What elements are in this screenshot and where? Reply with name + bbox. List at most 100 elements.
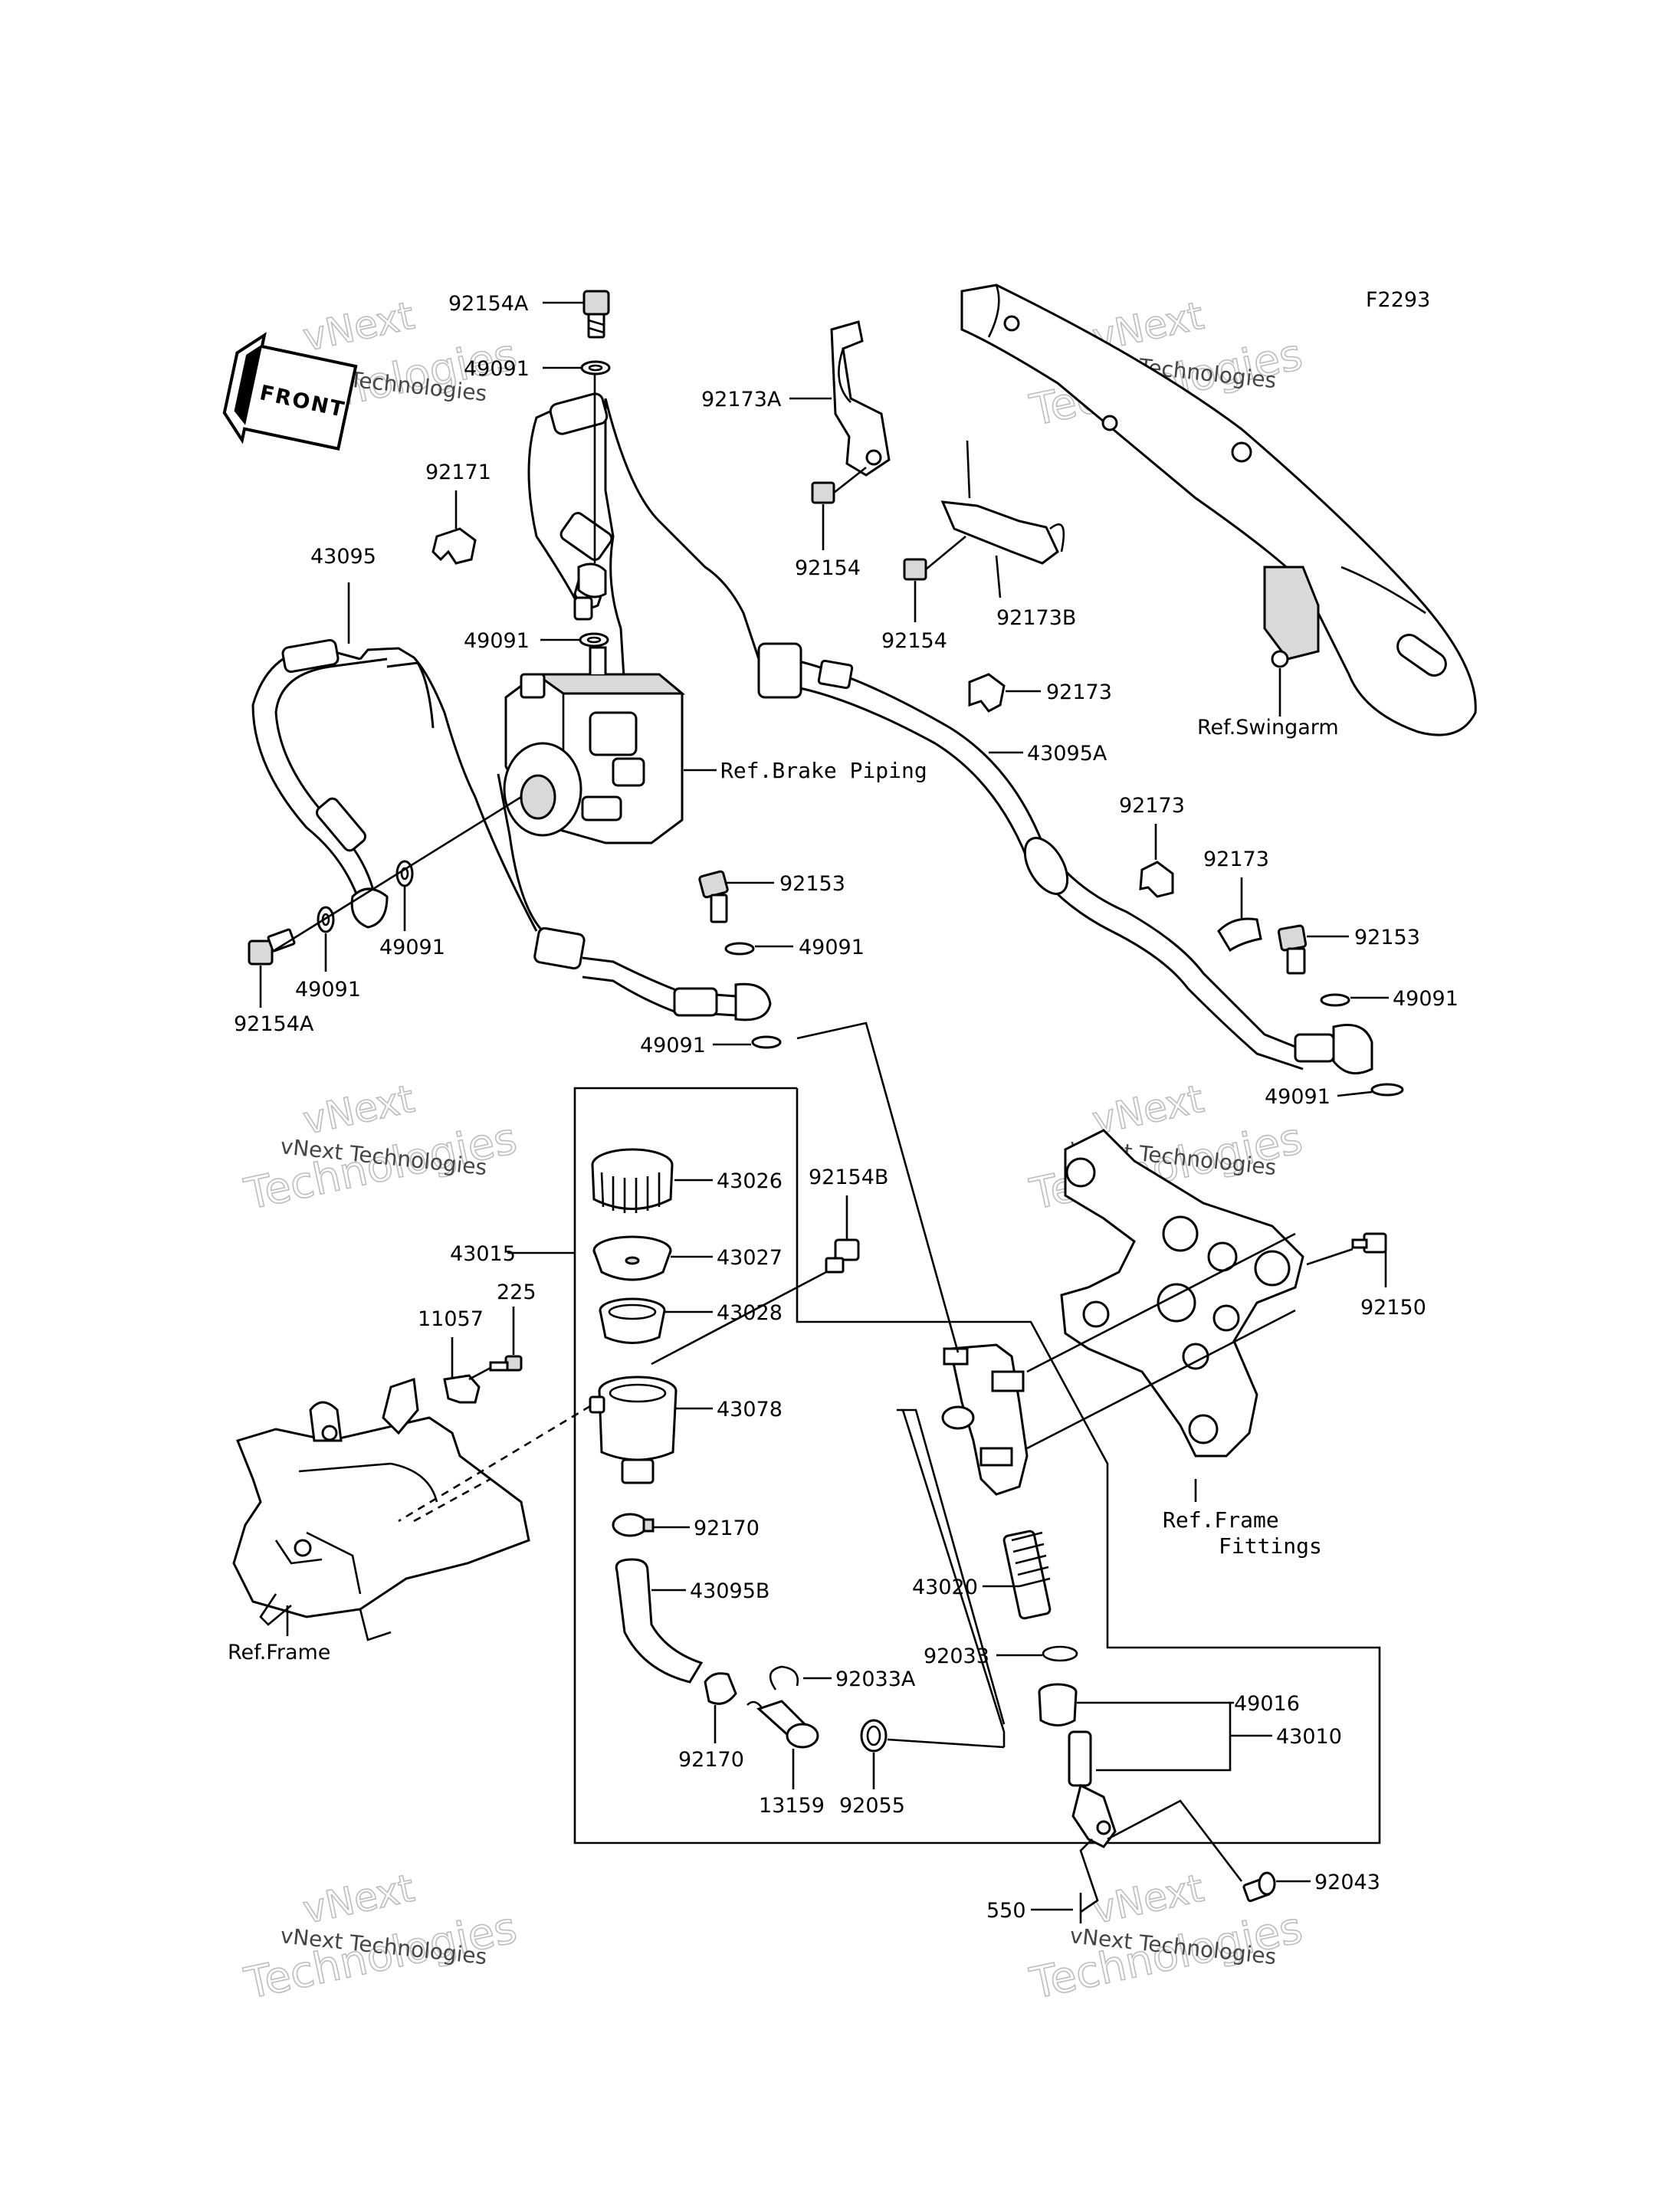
label-92173A: 92173A	[701, 388, 782, 412]
label-92171: 92171	[425, 461, 491, 484]
bolt-92153-center	[698, 870, 729, 923]
clamp-92173-a	[968, 673, 1006, 713]
cap-43026	[591, 1148, 674, 1213]
fitting-13159	[746, 1700, 819, 1749]
swingarm	[960, 284, 1477, 736]
label-43095A: 43095A	[1027, 742, 1107, 766]
label-11057: 11057	[418, 1307, 484, 1331]
label-43095B: 43095B	[690, 1579, 769, 1603]
label-43026: 43026	[717, 1169, 783, 1193]
label-13159: 13159	[759, 1794, 825, 1818]
label-92033A: 92033A	[835, 1667, 916, 1691]
clamp-92173-b	[1139, 861, 1174, 898]
label-ref-swingarm: Ref.Swingarm	[1197, 716, 1339, 739]
bolt-92154-a	[811, 466, 867, 504]
o-ring-92055	[860, 1719, 888, 1753]
hose-43095B	[615, 1558, 704, 1684]
master-cylinder	[941, 1343, 1029, 1496]
label-49091-left2: 49091	[295, 978, 361, 1002]
label-550: 550	[986, 1899, 1026, 1923]
label-43027: 43027	[717, 1246, 783, 1270]
clevis-pin-92043	[1242, 1871, 1276, 1903]
clamp-92173-c	[1217, 917, 1262, 953]
washer-49091-center2	[751, 1035, 782, 1049]
label-92173-c: 92173	[1203, 848, 1269, 871]
label-92173-b: 92173	[1119, 794, 1185, 818]
bracket-92173B	[940, 440, 1065, 565]
bolt-92154-b	[903, 535, 966, 581]
bolt-92150	[1351, 1232, 1387, 1254]
washer-49091-right1	[1320, 993, 1350, 1007]
svg-text:vNext: vNext	[299, 1866, 418, 1933]
svg-text:vNext: vNext	[1088, 1866, 1207, 1933]
diaphragm-plate-43027	[592, 1235, 672, 1281]
label-43078: 43078	[717, 1398, 783, 1421]
label-49091-right1: 49091	[1393, 987, 1459, 1011]
brake-pipe-to-abs	[527, 392, 760, 690]
frame-fittings-bracket	[1060, 1129, 1304, 1458]
bolt-92153-right	[1277, 924, 1308, 975]
svg-text:vNext: vNext	[299, 293, 418, 360]
washer-49091-top	[580, 360, 611, 375]
label-49091-top: 49091	[464, 357, 530, 381]
label-92150: 92150	[1360, 1296, 1426, 1320]
pushrod-clevis	[1068, 1730, 1117, 1848]
frame-section	[232, 1377, 530, 1641]
boot-49016	[1038, 1683, 1078, 1726]
label-92170-b: 92170	[678, 1748, 744, 1772]
brake-hose-43095A	[757, 642, 1373, 1075]
bolt-92154A-top	[582, 290, 610, 339]
watermark-bottom-left: vNext Technologies vNext Technologies	[240, 1865, 522, 2010]
circlip-92033	[1042, 1645, 1078, 1662]
reservoir-tank-43078	[589, 1376, 678, 1484]
label-49091-center1: 49091	[799, 936, 865, 959]
bracket-11057	[443, 1374, 481, 1404]
label-ref-frame: Ref.Frame	[228, 1641, 330, 1664]
label-ref-brake-piping: Ref.Brake Piping	[720, 758, 927, 783]
label-43095: 43095	[310, 545, 376, 569]
figure-code: F2293	[1366, 288, 1430, 312]
label-92154B: 92154B	[809, 1166, 888, 1189]
label-92153-right: 92153	[1354, 926, 1420, 949]
washer-49091-right2	[1370, 1083, 1404, 1097]
bolt-92154B	[825, 1238, 860, 1274]
clamp-92171	[431, 527, 477, 565]
label-ref-frame-fittings-2: Fittings	[1219, 1533, 1322, 1559]
label-ref-frame-fittings-1: Ref.Frame	[1163, 1507, 1279, 1533]
circlip-92033A	[769, 1665, 799, 1690]
washer-49091-center1	[724, 942, 755, 956]
front-arrow-icon: FRONT	[222, 332, 358, 451]
label-92170-a: 92170	[694, 1517, 760, 1540]
banjo-fitting-top	[573, 562, 607, 621]
label-43015: 43015	[450, 1242, 516, 1266]
label-43020: 43020	[912, 1576, 978, 1599]
diaphragm-43028	[599, 1297, 666, 1344]
label-49091-center2: 49091	[640, 1034, 706, 1058]
label-43010: 43010	[1276, 1725, 1342, 1749]
label-92173B: 92173B	[996, 606, 1076, 630]
clamp-92170-a	[612, 1513, 655, 1537]
reservoir-group-frame	[573, 1087, 1381, 1844]
label-49091-right2: 49091	[1265, 1085, 1331, 1109]
label-92153-center: 92153	[779, 872, 845, 896]
label-92154-b: 92154	[881, 629, 947, 653]
label-49091-mid: 49091	[464, 629, 530, 653]
label-92033: 92033	[924, 1644, 989, 1668]
label-92043: 92043	[1314, 1871, 1380, 1894]
label-225: 225	[497, 1280, 536, 1304]
label-92173-a: 92173	[1046, 680, 1112, 704]
label-92154-a: 92154	[795, 556, 861, 580]
label-92055: 92055	[839, 1794, 905, 1818]
label-49091-left: 49091	[379, 936, 445, 959]
bracket-92173A	[830, 320, 891, 477]
brake-pipe-lower	[474, 773, 772, 1021]
pushrod-spring-43020	[1002, 1530, 1052, 1620]
label-92154A-top: 92154A	[448, 292, 529, 316]
bolt-92154A-bottom	[248, 928, 296, 966]
clamp-92170-b	[704, 1672, 737, 1705]
bolt-225	[489, 1355, 523, 1372]
abs-unit	[503, 646, 686, 844]
svg-text:vNext: vNext	[299, 1077, 418, 1143]
watermark-mid-left: vNext Technologies vNext Technologies	[240, 1076, 522, 1221]
